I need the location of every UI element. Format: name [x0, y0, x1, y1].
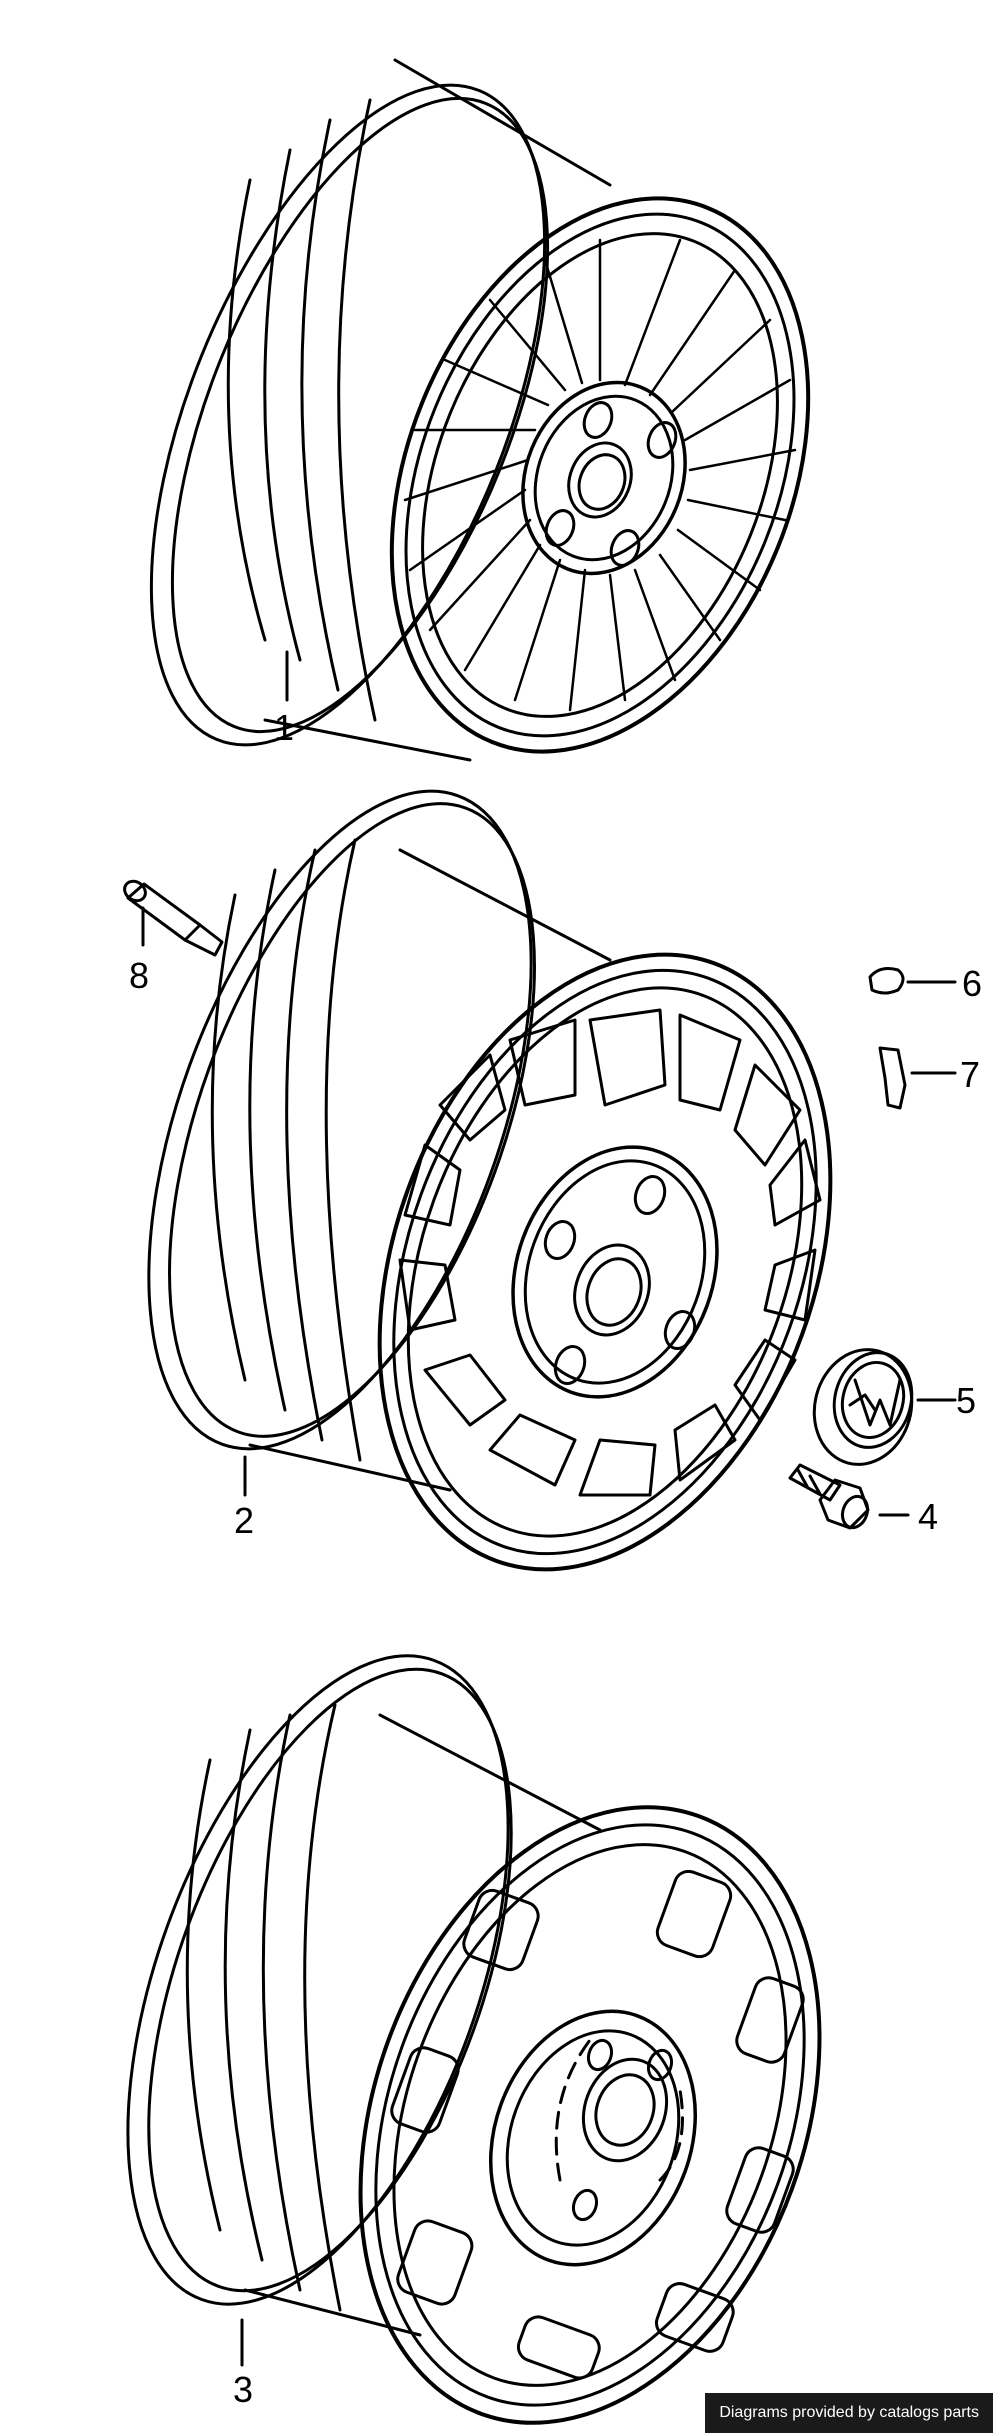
wheel-bolt-icon — [788, 1463, 910, 1530]
balance-weight-icon — [878, 1046, 957, 1110]
callout-8: 8 — [129, 955, 149, 996]
wheel-3-steel — [126, 1654, 822, 2425]
clip-icon — [868, 967, 957, 995]
callout-1: 1 — [274, 707, 294, 748]
diagram-credit-badge: Diagrams provided by catalogs parts — [705, 2393, 993, 2433]
callout-3: 3 — [233, 2369, 253, 2410]
callout-2: 2 — [234, 1500, 254, 1541]
wheel-3-windows — [390, 1869, 805, 2380]
tire-valve-icon — [123, 879, 224, 957]
callout-5: 5 — [956, 1380, 976, 1421]
callout-7: 7 — [960, 1054, 980, 1095]
callout-4: 4 — [918, 1496, 938, 1537]
wheel-2-windows — [398, 1008, 822, 1497]
callout-6: 6 — [962, 963, 982, 1004]
wheel-2-spoked-alloy — [147, 789, 833, 1572]
wheel-1-lattice-alloy — [149, 58, 811, 762]
wheel-1-spokes — [403, 238, 797, 712]
vw-hub-cap-icon — [812, 1348, 957, 1466]
